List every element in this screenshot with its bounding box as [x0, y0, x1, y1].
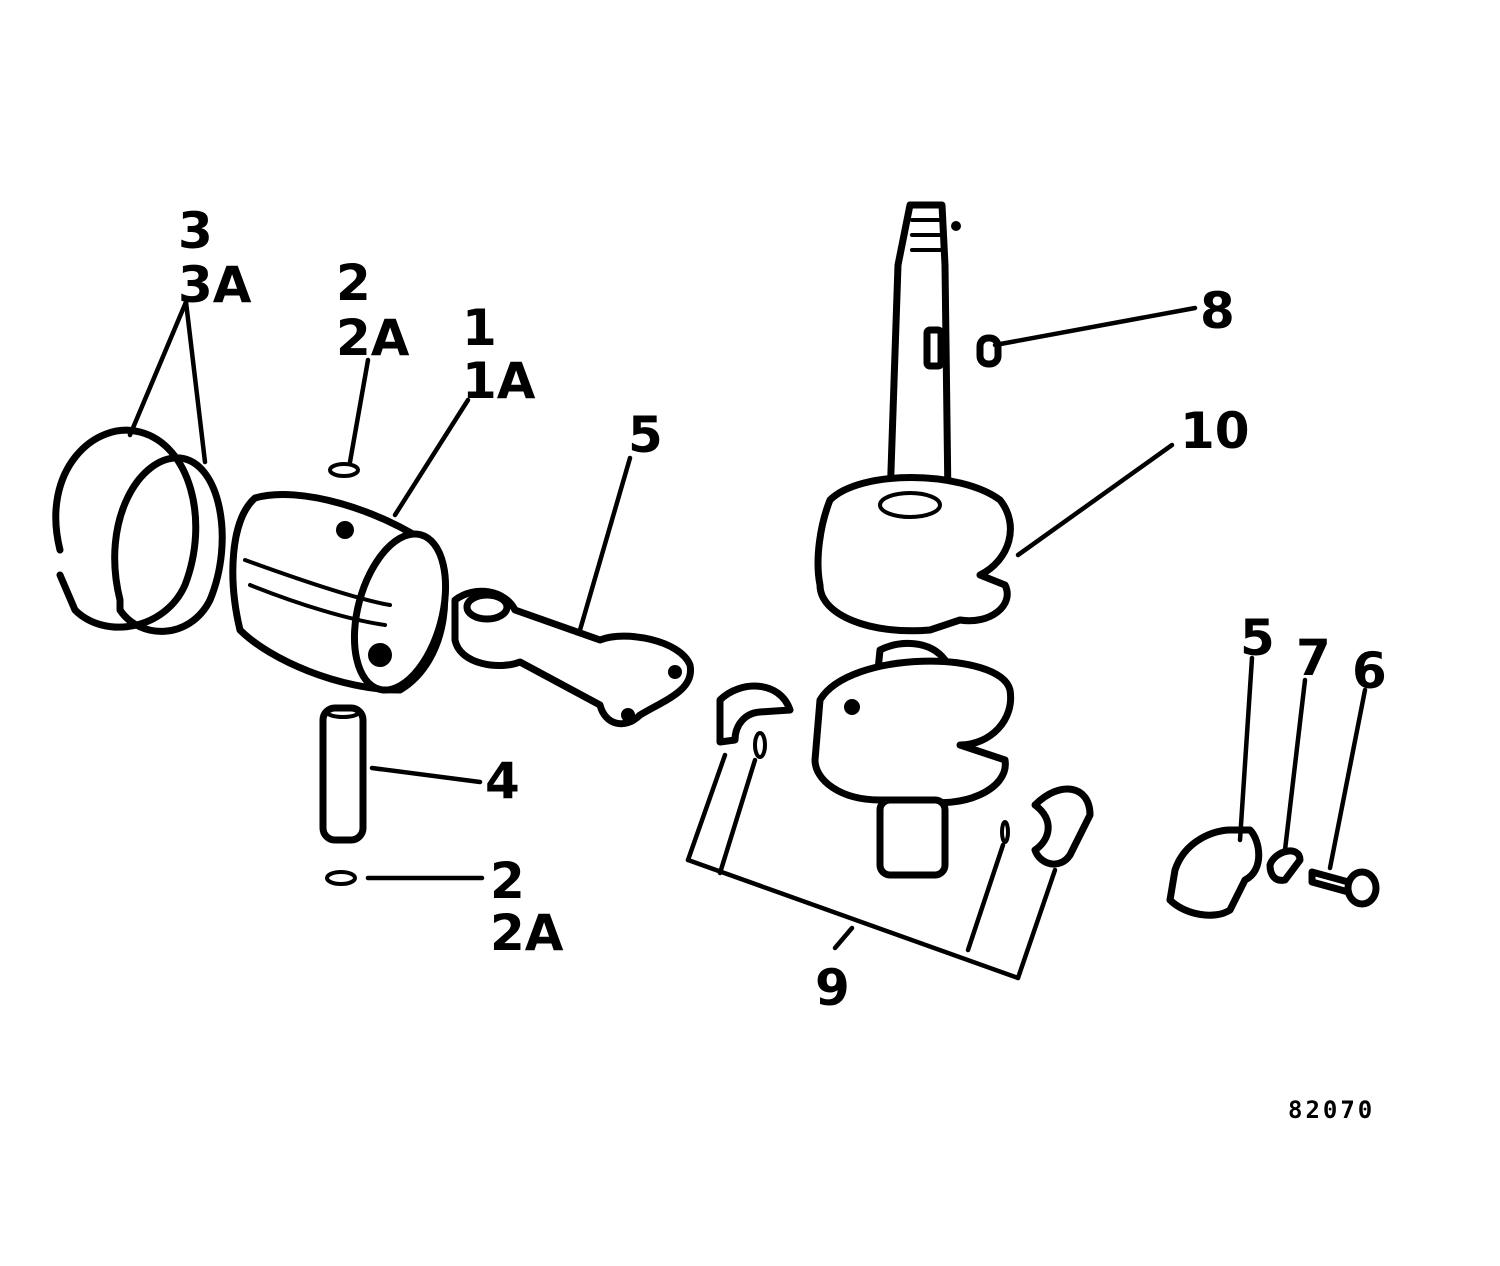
wrist-pin-clip-bottom — [325, 870, 357, 886]
bearing-cage-halves — [716, 682, 1094, 868]
callout-4: 4 — [485, 752, 520, 810]
piston-rings — [52, 426, 226, 635]
callout-labels: 3 3A 2 2A 1 1A 5 8 10 4 2 2A 5 7 6 9 820… — [178, 202, 1387, 1124]
wrist-pin — [319, 704, 367, 844]
rod-cap-screw — [1308, 868, 1380, 908]
connecting-rod — [451, 587, 694, 728]
callout-1a: 1A — [462, 352, 536, 410]
callout-2-top: 2 — [336, 254, 371, 312]
figure-number: 82070 — [1288, 1096, 1375, 1124]
crankshaft — [811, 201, 1015, 879]
callout-3a: 3A — [178, 256, 252, 314]
callout-7: 7 — [1296, 629, 1331, 687]
leader-lines — [127, 299, 1368, 981]
callout-8: 8 — [1200, 282, 1235, 340]
callout-6: 6 — [1352, 642, 1387, 700]
callout-5-cap: 5 — [1240, 609, 1275, 667]
callout-10: 10 — [1180, 402, 1250, 460]
callout-2-bottom: 2 — [490, 852, 525, 910]
callout-2a-top: 2A — [336, 309, 410, 367]
woodruff-key — [976, 334, 1002, 368]
rod-cap — [1166, 826, 1263, 919]
lock-plate — [1266, 847, 1304, 884]
callout-9: 9 — [815, 959, 850, 1017]
callout-3: 3 — [178, 202, 213, 260]
callout-2a-bottom: 2A — [490, 904, 564, 962]
piston — [229, 491, 450, 694]
wrist-pin-clip-top — [328, 462, 360, 478]
callout-5-rod: 5 — [628, 406, 663, 464]
callout-1: 1 — [462, 299, 497, 357]
